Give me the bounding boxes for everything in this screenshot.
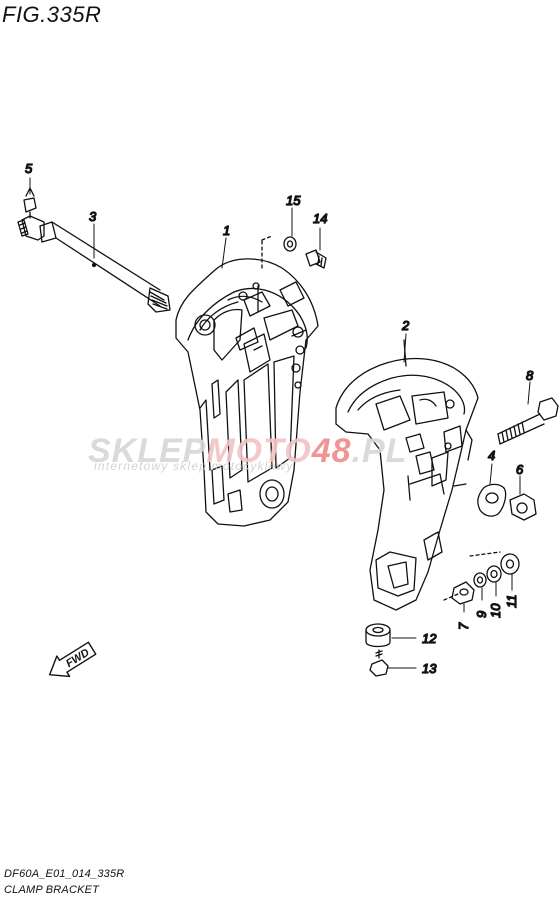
callout-5: 5 — [25, 161, 33, 176]
bolt-14-part — [305, 249, 327, 269]
callout-4: 4 — [488, 448, 495, 463]
callout-2: 2 — [401, 318, 410, 333]
washer-11-part — [500, 553, 520, 575]
diagram-caption: CLAMP BRACKET — [4, 884, 100, 896]
svg-text:SKLEPMOTO48.PL: SKLEPMOTO48.PL — [88, 432, 407, 470]
callout-3: 3 — [89, 209, 97, 224]
watermark-sklep: SKLEP — [88, 432, 206, 470]
washer-9-part — [473, 572, 487, 588]
callout-13: 13 — [422, 661, 437, 676]
callout-14: 14 — [313, 211, 327, 226]
cushion-12-part — [365, 623, 391, 648]
watermark-logo: SKLEPMOTO48.PL internetowy sklep motocyk… — [88, 432, 407, 473]
callout-11: 11 — [504, 595, 519, 609]
callout-15: 15 — [286, 193, 301, 208]
nut-6-part — [509, 493, 537, 521]
washer-10-part — [486, 565, 502, 583]
assembly-line — [469, 551, 501, 557]
clamp-bracket-left-part — [175, 235, 319, 527]
figure-title: FIG.335R — [2, 2, 102, 27]
callout-10: 10 — [488, 603, 503, 618]
callout-12: 12 — [422, 631, 437, 646]
callout-8: 8 — [526, 368, 534, 383]
collar-7-part — [451, 581, 475, 605]
tilt-tube-part — [17, 215, 171, 313]
bolt-8-part — [497, 397, 559, 445]
fwd-label: FWD — [64, 647, 92, 670]
watermark-pl: .PL — [352, 432, 408, 470]
bolt-13-part — [369, 649, 389, 677]
forward-direction-arrow: FWD — [48, 641, 97, 678]
clamp-bracket-right-part — [335, 339, 479, 611]
watermark-48: 48 — [311, 432, 352, 470]
watermark-subtitle: internetowy sklep motocyklowy — [94, 459, 294, 473]
diagram-code: DF60A_E01_014_335R — [4, 868, 125, 880]
callout-7: 7 — [456, 622, 471, 630]
leader-lines — [29, 177, 531, 669]
plate-4-part — [477, 483, 507, 517]
callout-9: 9 — [474, 611, 489, 618]
callout-6: 6 — [516, 462, 524, 477]
watermark-moto: MOTO — [206, 432, 311, 470]
washer-15-part — [283, 236, 297, 252]
assembly-line — [443, 593, 459, 601]
callout-1: 1 — [223, 223, 230, 238]
